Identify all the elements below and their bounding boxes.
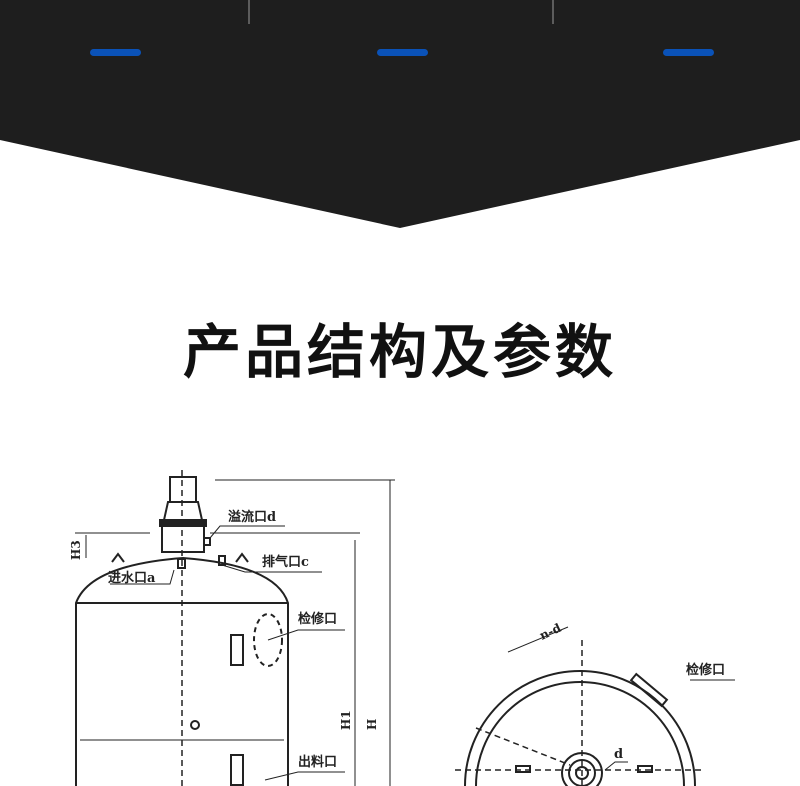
label-inlet: 进水口a [108, 570, 156, 586]
label-outlet: 出料口 [298, 754, 337, 770]
banner-background [0, 0, 800, 228]
label-manhole: 检修口 [298, 611, 337, 627]
label-overflow: 溢流口d [228, 509, 276, 525]
label-nd: n-d [537, 620, 563, 642]
label-h: H [365, 719, 379, 730]
accent-bar [90, 49, 141, 56]
tank-structure-drawing: 溢流口d 排气口c 进水口a 检修口 出料口 H3 H1 H n-d d 检修口 [69, 470, 735, 786]
tank-top-view [455, 626, 735, 786]
label-h1: H1 [339, 710, 353, 730]
label-vent: 排气口c [262, 554, 309, 570]
label-manhole-top: 检修口 [686, 662, 725, 678]
accent-bar [663, 49, 714, 56]
header-banner [0, 0, 800, 228]
section-title: 产品结构及参数 [182, 318, 617, 386]
tank-side-view [75, 470, 395, 786]
label-d: d [614, 747, 623, 762]
accent-bar [377, 49, 428, 56]
label-h3: H3 [69, 540, 83, 560]
